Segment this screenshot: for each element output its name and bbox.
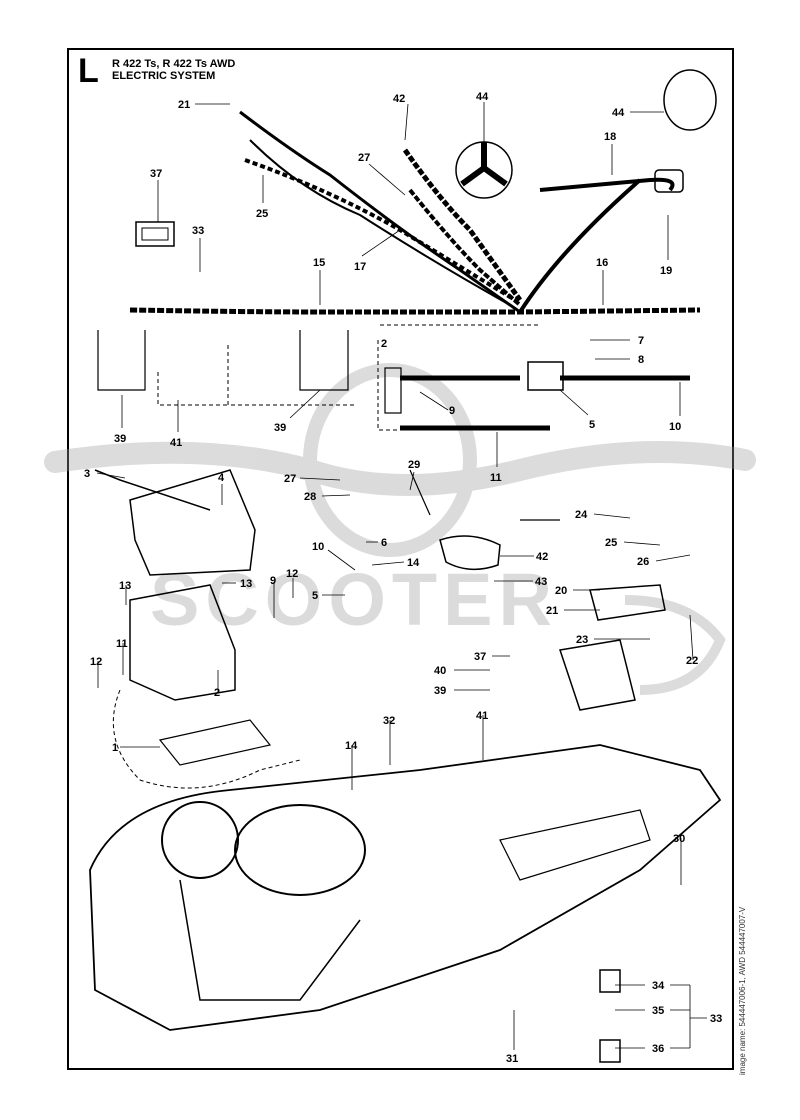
- callout-7: 7: [638, 335, 644, 347]
- callout-37: 37: [150, 168, 162, 180]
- mower-chassis-section: [89, 469, 722, 1063]
- callout-39: 39: [274, 422, 286, 434]
- callout-10: 10: [669, 421, 681, 433]
- callout-2: 2: [381, 338, 387, 350]
- callout-6: 6: [381, 537, 387, 549]
- callout-42: 42: [393, 93, 405, 105]
- callout-10: 10: [312, 541, 324, 553]
- watermark-text: SCOOTER: [150, 558, 558, 641]
- callout-32: 32: [383, 715, 395, 727]
- callout-19: 19: [660, 265, 672, 277]
- callout-27: 27: [358, 152, 370, 164]
- callout-35: 35: [652, 1005, 664, 1017]
- callout-11: 11: [116, 638, 128, 650]
- callout-41: 41: [170, 437, 182, 449]
- callout-17: 17: [354, 261, 366, 273]
- callout-5: 5: [589, 419, 595, 431]
- callout-12: 12: [90, 656, 102, 668]
- callout-39: 39: [434, 685, 446, 697]
- callout-25: 25: [256, 208, 268, 220]
- model-title: R 422 Ts, R 422 Ts AWD: [112, 58, 236, 70]
- callout-20: 20: [555, 585, 567, 597]
- callout-12: 12: [286, 568, 298, 580]
- callout-11: 11: [490, 472, 502, 484]
- diagram-frame: [67, 48, 734, 1070]
- callout-37: 37: [474, 651, 486, 663]
- callout-36: 36: [652, 1043, 664, 1055]
- callout-44: 44: [612, 107, 625, 119]
- watermark: SCOOTER: [44, 363, 756, 695]
- callout-33: 33: [710, 1013, 722, 1025]
- callout-18: 18: [604, 131, 616, 143]
- callout-21: 21: [178, 99, 190, 111]
- callout-39: 39: [114, 433, 126, 445]
- callout-25: 25: [605, 537, 617, 549]
- callout-labels: 21 42 44 44 18 27 25 37 33 17 19 15 16 2…: [84, 91, 722, 1065]
- system-title: ELECTRIC SYSTEM: [112, 70, 216, 82]
- callout-40: 40: [434, 665, 446, 677]
- callout-30: 30: [673, 833, 685, 845]
- callout-15: 15: [313, 257, 325, 269]
- callout-28: 28: [304, 491, 316, 503]
- callout-3: 3: [84, 468, 90, 480]
- callout-23: 23: [576, 634, 588, 646]
- callout-34: 34: [652, 980, 665, 992]
- callout-42: 42: [536, 551, 548, 563]
- leader-lines: [96, 102, 707, 1050]
- callout-8: 8: [638, 354, 644, 366]
- callout-9: 9: [270, 575, 276, 587]
- callout-31: 31: [506, 1053, 518, 1065]
- callout-43: 43: [535, 576, 547, 588]
- section-letter: L: [78, 52, 99, 90]
- callout-16: 16: [596, 257, 608, 269]
- callout-21: 21: [546, 605, 558, 617]
- callout-41: 41: [476, 710, 488, 722]
- wiring-harness-section: [97, 69, 717, 431]
- callout-9: 9: [449, 405, 455, 417]
- callout-4: 4: [218, 472, 225, 484]
- callout-27: 27: [284, 473, 296, 485]
- callout-13: 13: [240, 578, 252, 590]
- callout-29: 29: [408, 459, 420, 471]
- callout-13: 13: [119, 580, 131, 592]
- callout-22: 22: [686, 655, 698, 667]
- callout-2: 2: [214, 687, 220, 699]
- callout-14: 14: [345, 740, 358, 752]
- callout-44: 44: [476, 91, 489, 103]
- callout-14: 14: [407, 557, 420, 569]
- callout-26: 26: [637, 556, 649, 568]
- callout-33: 33: [192, 225, 204, 237]
- callout-1: 1: [112, 742, 118, 754]
- callout-5: 5: [312, 590, 318, 602]
- callout-24: 24: [575, 509, 588, 521]
